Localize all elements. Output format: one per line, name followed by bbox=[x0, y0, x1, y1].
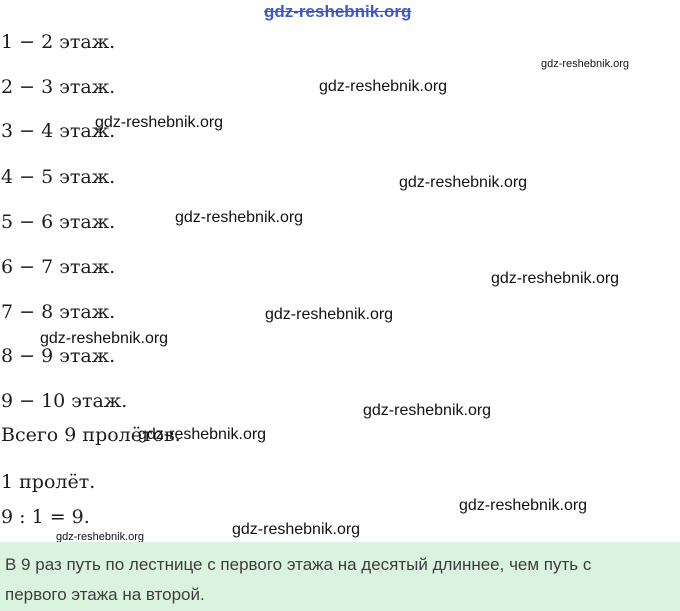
site-watermark: gdz-reshebnik.org bbox=[95, 114, 224, 131]
site-watermark: gdz-reshebnik.org bbox=[264, 2, 412, 21]
site-watermark: gdz-reshebnik.org bbox=[40, 330, 169, 347]
site-watermark: gdz-reshebnik.org bbox=[319, 78, 448, 95]
answer-text: В 9 раз путь по лестнице с первого этажа… bbox=[5, 555, 592, 604]
site-watermark: gdz-reshebnik.org bbox=[265, 306, 394, 323]
site-watermark: gdz-reshebnik.org bbox=[399, 174, 528, 191]
solution-line-floor-5-6: 5 − 6 этаж. bbox=[1, 211, 116, 233]
solution-line-floor-8-9: 8 − 9 этаж. bbox=[1, 345, 116, 367]
site-watermark: gdz-reshebnik.org bbox=[541, 58, 630, 70]
solution-line-floor-3-4: 3 − 4 этаж. bbox=[1, 120, 116, 142]
site-watermark: gdz-reshebnik.org bbox=[138, 426, 267, 443]
solution-line-floor-2-3: 2 − 3 этаж. bbox=[1, 76, 116, 98]
solution-line-floor-7-8: 7 − 8 этаж. bbox=[1, 301, 116, 323]
site-watermark: gdz-reshebnik.org bbox=[459, 497, 588, 514]
answer-box: В 9 раз путь по лестнице с первого этажа… bbox=[0, 542, 680, 611]
site-watermark: gdz-reshebnik.org bbox=[363, 402, 492, 419]
solution-line-total-spans: Всего 9 пролётов. bbox=[1, 424, 181, 446]
solution-line-floor-1-2: 1 − 2 этаж. bbox=[1, 31, 116, 53]
solution-line-floor-9-10: 9 − 10 этаж. bbox=[1, 390, 128, 412]
solution-line-floor-4-5: 4 − 5 этаж. bbox=[1, 166, 116, 188]
solution-line-floor-6-7: 6 − 7 этаж. bbox=[1, 256, 116, 278]
site-watermark: gdz-reshebnik.org bbox=[175, 209, 304, 226]
solution-line-equation: 9 : 1 = 9. bbox=[1, 506, 90, 528]
site-watermark: gdz-reshebnik.org bbox=[56, 531, 145, 543]
solution-line-one-span: 1 пролёт. bbox=[1, 471, 96, 493]
site-watermark: gdz-reshebnik.org bbox=[232, 521, 361, 538]
site-watermark: gdz-reshebnik.org bbox=[491, 270, 620, 287]
